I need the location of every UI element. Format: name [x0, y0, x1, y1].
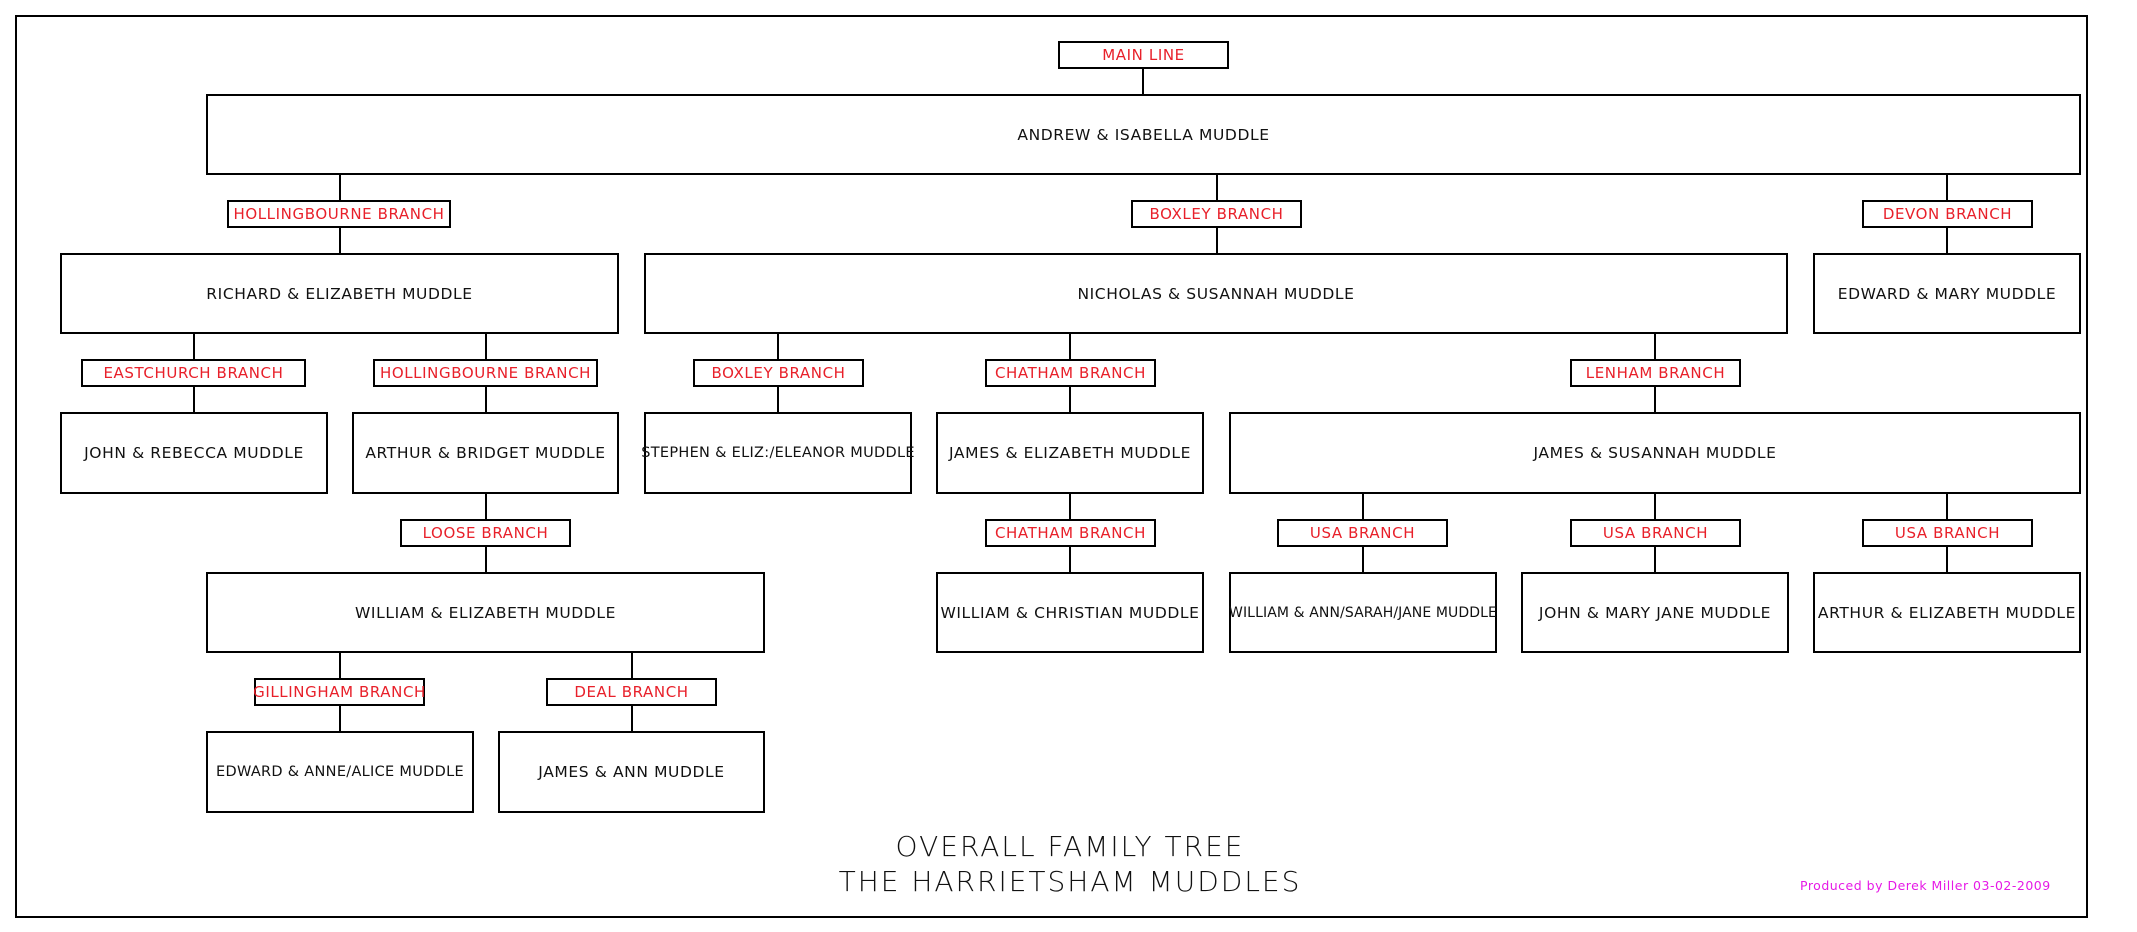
person-box-nicholas-susannah: NICHOLAS & SUSANNAH MUDDLE: [644, 253, 1788, 334]
branch-label-lenham: LENHAM BRANCH: [1570, 359, 1741, 387]
diagram-subtitle: THE HARRIETSHAM MUDDLES: [838, 865, 1302, 898]
person-box-arthur-bridget: ARTHUR & BRIDGET MUDDLE: [352, 412, 619, 494]
drawing-frame: [15, 15, 2088, 918]
branch-label-deal: DEAL BRANCH: [546, 678, 717, 706]
branch-label-loose: LOOSE BRANCH: [400, 519, 571, 547]
person-box-william-ann-sarah-jane: WILLIAM & ANN/SARAH/JANE MUDDLE: [1229, 572, 1497, 653]
branch-label-hollingbourne: HOLLINGBOURNE BRANCH: [227, 200, 451, 228]
branch-label-hollingbourne-2: HOLLINGBOURNE BRANCH: [373, 359, 598, 387]
person-box-james-ann: JAMES & ANN MUDDLE: [498, 731, 765, 813]
person-box-john-rebecca: JOHN & REBECCA MUDDLE: [60, 412, 328, 494]
person-box-john-mary-jane: JOHN & MARY JANE MUDDLE: [1521, 572, 1789, 653]
branch-label-main-line: MAIN LINE: [1058, 41, 1229, 69]
person-box-james-susannah: JAMES & SUSANNAH MUDDLE: [1229, 412, 2081, 494]
branch-label-eastchurch: EASTCHURCH BRANCH: [81, 359, 306, 387]
person-box-stephen-eliz-eleanor: STEPHEN & ELIZ:/ELEANOR MUDDLE: [641, 412, 914, 494]
person-box-richard-elizabeth: RICHARD & ELIZABETH MUDDLE: [60, 253, 619, 334]
branch-label-chatham-2: CHATHAM BRANCH: [985, 519, 1156, 547]
branch-label-devon: DEVON BRANCH: [1862, 200, 2033, 228]
connector: [1142, 68, 1144, 95]
branch-label-usa-2: USA BRANCH: [1570, 519, 1741, 547]
diagram-title: OVERALL FAMILY TREE: [895, 830, 1245, 863]
person-box-edward-mary: EDWARD & MARY MUDDLE: [1813, 253, 2081, 334]
person-box-andrew-isabella: ANDREW & ISABELLA MUDDLE: [206, 94, 2081, 175]
branch-label-gillingham: GILLINGHAM BRANCH: [253, 678, 425, 706]
person-box-william-christian: WILLIAM & CHRISTIAN MUDDLE: [936, 572, 1204, 653]
branch-label-boxley: BOXLEY BRANCH: [1131, 200, 1302, 228]
person-box-james-elizabeth: JAMES & ELIZABETH MUDDLE: [936, 412, 1204, 494]
branch-label-usa-3: USA BRANCH: [1862, 519, 2033, 547]
person-box-william-elizabeth: WILLIAM & ELIZABETH MUDDLE: [206, 572, 765, 653]
person-box-arthur-elizabeth: ARTHUR & ELIZABETH MUDDLE: [1813, 572, 2081, 653]
branch-label-boxley-2: BOXLEY BRANCH: [693, 359, 864, 387]
branch-label-usa-1: USA BRANCH: [1277, 519, 1448, 547]
branch-label-chatham: CHATHAM BRANCH: [985, 359, 1156, 387]
credit-text: Produced by Derek Miller 03-02-2009: [1800, 878, 2051, 893]
person-box-edward-anne-alice: EDWARD & ANNE/ALICE MUDDLE: [206, 731, 474, 813]
